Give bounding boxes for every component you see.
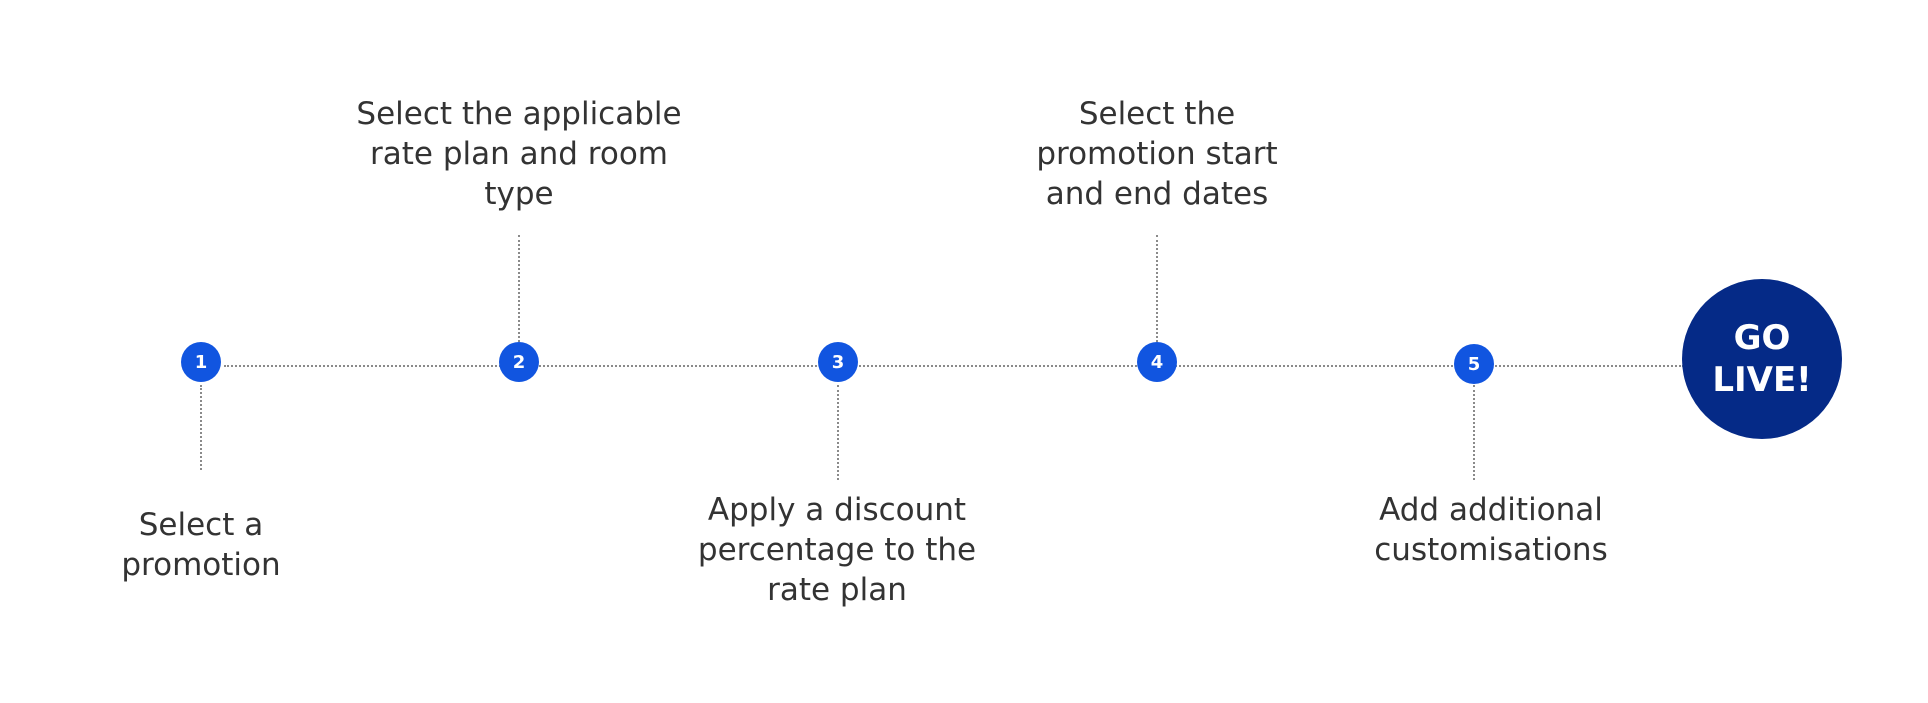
step-3-connector (837, 385, 839, 480)
step-3-label: Apply a discount percentage to the rate … (697, 492, 977, 608)
step-5-connector (1473, 385, 1475, 480)
step-2-node: 2 (499, 342, 539, 382)
step-2-label: Select the applicable rate plan and room… (356, 96, 682, 212)
step-1-connector (200, 385, 202, 470)
step-1-label: Select a promotion (121, 507, 281, 583)
go-live-node: GO LIVE! (1682, 279, 1842, 439)
step-4-label: Select the promotion start and end dates (1036, 96, 1278, 212)
step-1-node: 1 (181, 342, 221, 382)
step-4-node: 4 (1137, 342, 1177, 382)
step-5-node: 5 (1454, 344, 1494, 384)
step-5-label: Add additional customisations (1374, 492, 1608, 568)
timeline-connector (224, 365, 1684, 367)
step-2-connector (518, 235, 520, 342)
step-4-connector (1156, 235, 1158, 342)
step-3-node: 3 (818, 342, 858, 382)
